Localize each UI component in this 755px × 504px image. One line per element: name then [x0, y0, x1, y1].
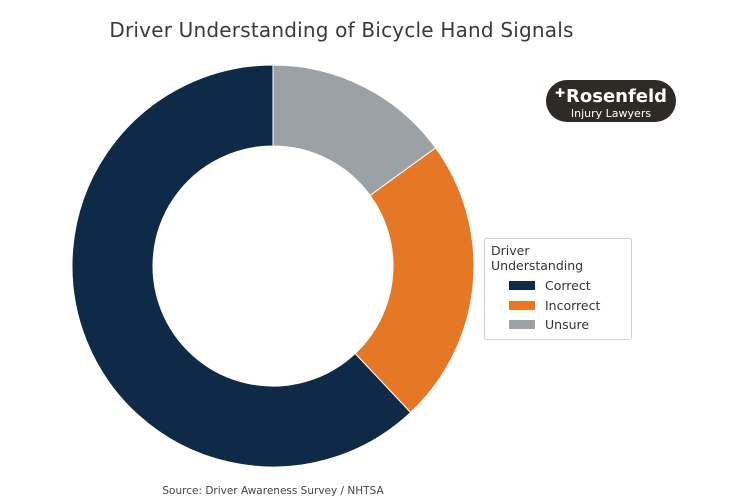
legend-item-correct: Correct [491, 276, 623, 296]
legend-swatch [509, 320, 535, 330]
logo-brand: Rosenfeld [566, 86, 668, 107]
legend-swatch [509, 281, 535, 291]
legend-title: Driver Understanding [491, 243, 584, 273]
donut-slice-incorrect [354, 147, 475, 414]
legend-label: Unsure [545, 317, 590, 333]
legend-label: Incorrect [545, 297, 601, 313]
legend-swatch [509, 300, 535, 310]
chart-title: Driver Understanding of Bicycle Hand Sig… [109, 18, 574, 42]
legend-label: Correct [545, 278, 591, 294]
legend-item-unsure: Unsure [491, 315, 623, 335]
chart-legend: Driver Understanding Correct Incorrect U… [484, 238, 632, 340]
logo-subtitle: Injury Lawyers [570, 107, 652, 120]
donut-slice-correct [71, 64, 412, 468]
plus-icon: ✚ [554, 86, 565, 100]
source-note: Source: Driver Awareness Survey / NHTSA [162, 485, 384, 497]
legend-item-incorrect: Incorrect [491, 296, 623, 316]
rosenfeld-logo: ✚Rosenfeld Injury Lawyers [546, 80, 676, 122]
